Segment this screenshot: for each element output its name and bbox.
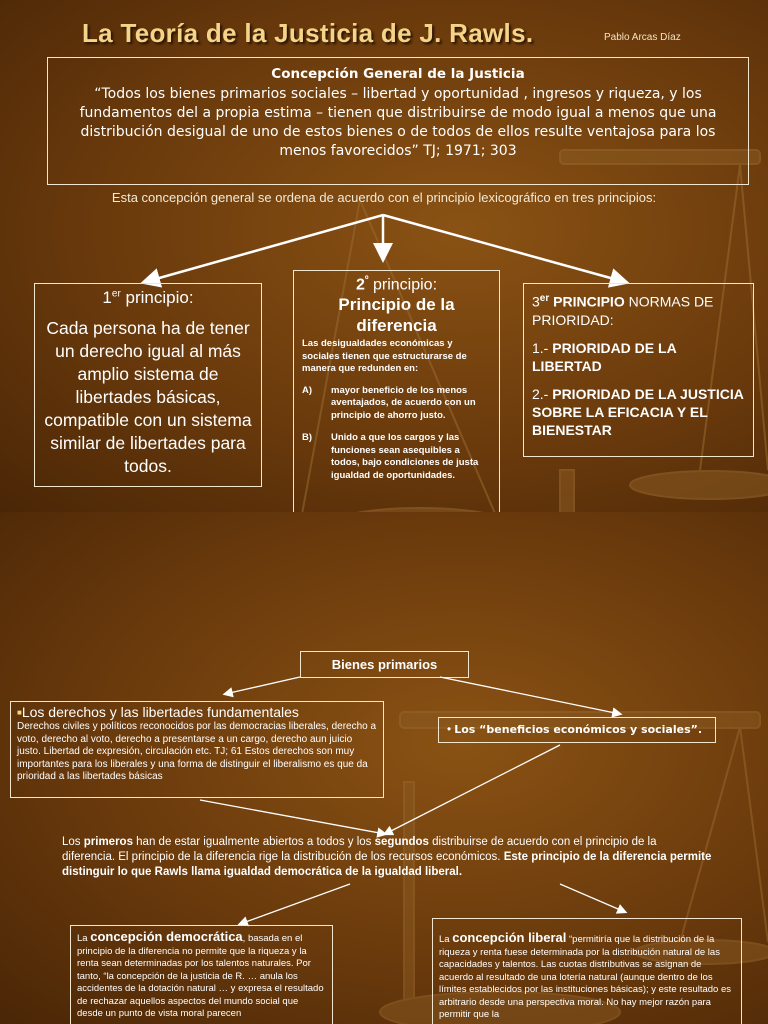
economic-benefits-box: • Los “beneficios económicos y sociales”… <box>438 717 716 743</box>
fundamental-rights-heading: ■Los derechos y las libertades fundament… <box>17 704 377 721</box>
first-principle-box: 1er principio: Cada persona ha de tener … <box>34 283 262 487</box>
difference-principle-paragraph: Los primeros han de estar igualmente abi… <box>62 835 712 880</box>
second-principle-box: 2º principio: Principio de la diferencia… <box>293 270 500 512</box>
fundamental-rights-text: Derechos civiles y políticos reconocidos… <box>17 721 377 784</box>
slide-2: Bienes primarios ■Los derechos y las lib… <box>0 512 768 1024</box>
democratic-conception-box: La concepción democrática, basada en el … <box>70 925 333 1024</box>
difference-principle-intro: Las desigualdades económicas y sociales … <box>300 336 493 376</box>
point-b: B) Unido a que los cargos y las funcione… <box>300 432 493 482</box>
third-principle-box: 3er PRINCIPIO NORMAS DE PRIORIDAD: 1.- P… <box>523 283 754 457</box>
intro-text: Esta concepción general se ordena de acu… <box>0 190 768 205</box>
third-principle-label: 3er PRINCIPIO NORMAS DE PRIORIDAD: <box>532 290 745 329</box>
general-conception-box: Concepción General de la Justicia “Todos… <box>47 57 749 185</box>
liberal-conception-box: La concepción liberal “permitiría que la… <box>432 918 742 1024</box>
primary-goods-box: Bienes primarios <box>300 651 469 678</box>
page-title: La Teoría de la Justicia de J. Rawls. <box>82 18 533 49</box>
author-name: Pablo Arcas Díaz <box>604 32 681 43</box>
difference-principle-heading: Principio de la diferencia <box>300 294 493 336</box>
first-principle-text: Cada persona ha de tener un derecho igua… <box>43 317 253 478</box>
general-conception-quote: “Todos los bienes primarios sociales – l… <box>58 85 738 161</box>
priority-justice: 2.- PRIORIDAD DE LA JUSTICIA SOBRE LA EF… <box>532 385 745 439</box>
fundamental-rights-box: ■Los derechos y las libertades fundament… <box>10 701 384 798</box>
general-conception-heading: Concepción General de la Justicia <box>58 66 738 82</box>
first-principle-label: 1er principio: <box>43 288 253 308</box>
slide-1: La Teoría de la Justicia de J. Rawls. Pa… <box>0 0 768 512</box>
point-a: A) mayor beneficio de los menos aventaja… <box>300 385 493 423</box>
priority-liberty: 1.- PRIORIDAD DE LA LIBERTAD <box>532 339 745 375</box>
second-principle-label: 2º principio: <box>300 275 493 294</box>
